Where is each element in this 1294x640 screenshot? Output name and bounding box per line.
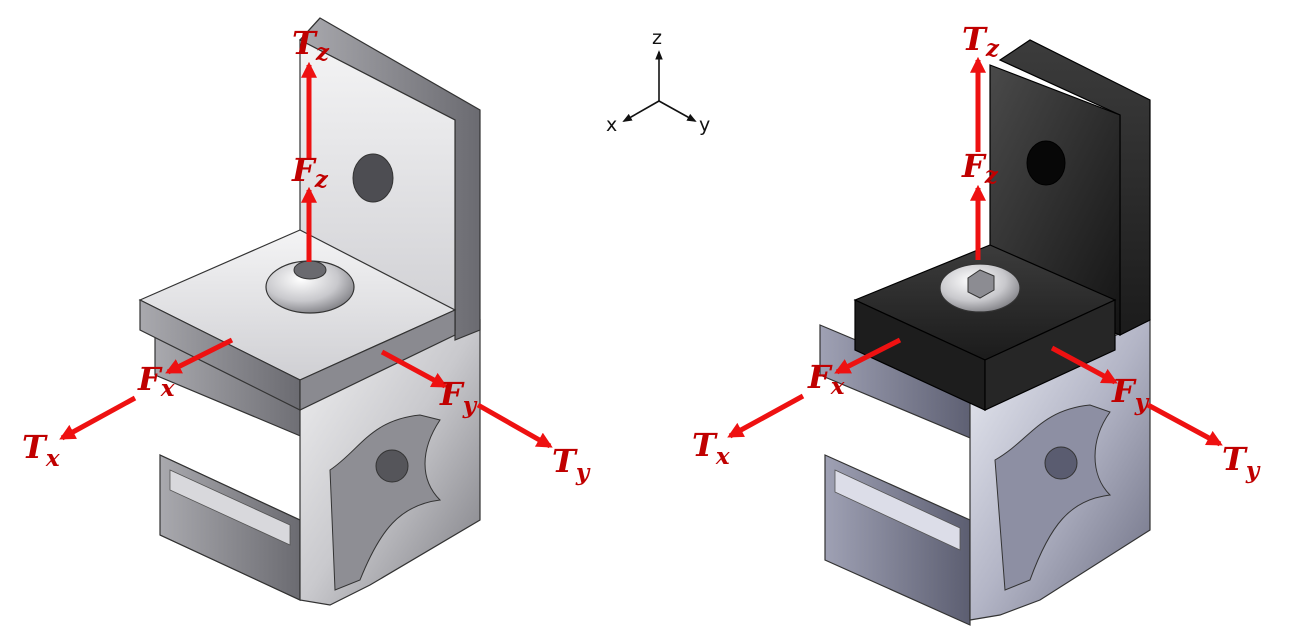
left-fy-arrow [380, 349, 448, 389]
right-fx-arrow [834, 337, 902, 375]
left-fz-label: Fz [291, 151, 329, 193]
left-fx-arrow [165, 337, 234, 375]
right-load-arrows [727, 56, 1223, 447]
right-tx-label: Tx [692, 426, 730, 470]
left-tx-arrow [59, 395, 137, 441]
z-axis-label: z [652, 27, 662, 49]
right-assembly [819, 39, 1151, 626]
right-fy-label: Fy [1111, 372, 1150, 416]
right-fy-arrow [1050, 345, 1118, 385]
right-fx-label: Fx [807, 358, 845, 400]
x-axis-arrow [622, 100, 660, 122]
right-load-labels: Tz Fz Fx Tx Fy Ty [692, 20, 1261, 484]
right-fz-label: Fz [961, 147, 999, 189]
right-tx-arrow [727, 393, 805, 439]
axes-triad: z x y [606, 27, 710, 136]
left-ty-label: Ty [552, 442, 591, 486]
right-bracket [853, 39, 1151, 411]
right-tz-label: Tz [962, 20, 1000, 62]
left-tx-label: Tx [22, 428, 60, 472]
x-axis-label: x [606, 114, 617, 136]
left-ty-arrow [476, 402, 553, 449]
left-load-arrows [59, 61, 553, 449]
left-bracket [138, 17, 481, 411]
left-fy-label: Fy [439, 375, 478, 419]
left-fx-label: Fx [137, 360, 175, 402]
left-load-labels: Tz Fz Fx Tx Fy Ty [22, 24, 591, 486]
left-tz-label: Tz [292, 24, 330, 66]
y-axis-label: y [699, 114, 710, 136]
left-profile [154, 319, 481, 606]
y-axis-arrow [658, 100, 697, 122]
right-ty-arrow [1146, 402, 1223, 447]
right-ty-label: Ty [1222, 440, 1261, 484]
left-assembly [138, 17, 481, 606]
